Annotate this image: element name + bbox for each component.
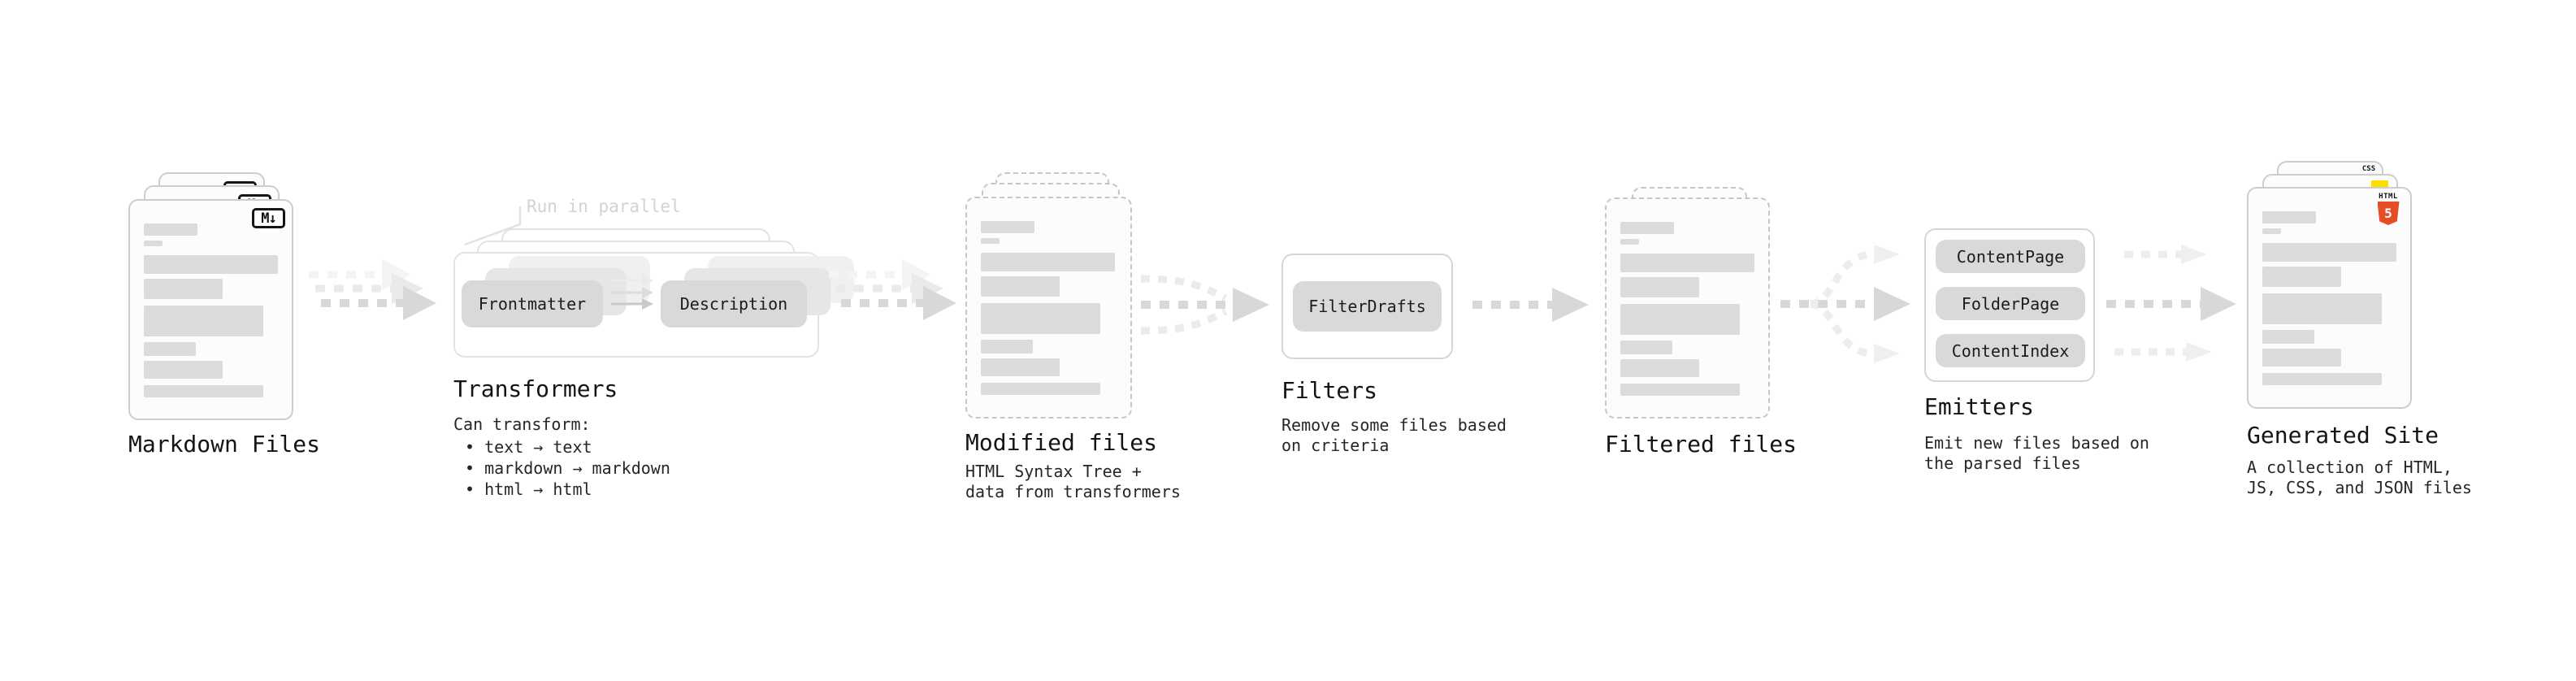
bullet-item: markdown → markdown: [465, 458, 670, 479]
text-line-bar: [2262, 267, 2341, 287]
filtered-files-stack: [1605, 187, 1770, 419]
text-line-bar: [144, 279, 223, 299]
text-line-bar: [1620, 277, 1699, 297]
text-line-bar: [981, 303, 1100, 334]
subtitle-line: on criteria: [1281, 436, 1390, 455]
text-line-bar: [981, 276, 1060, 297]
text-line-bar: [144, 223, 197, 236]
subtitle-line: JS, CSS, and JSON files: [2247, 478, 2472, 497]
modified-file-card-front: [965, 197, 1132, 419]
generated-site-subtitle: A collection of HTML, JS, CSS, and JSON …: [2247, 458, 2472, 498]
text-line-bar: [144, 255, 278, 274]
flow-arrow-modified-to-filters: [1140, 275, 1269, 335]
text-line-bar: [2262, 373, 2382, 385]
subtitle-line: Remove some files based: [1281, 415, 1507, 435]
flow-arrow-filtered-to-emitters: [1780, 245, 1910, 363]
text-line-bar: [981, 238, 1000, 244]
filtered-file-card-front: [1605, 197, 1770, 419]
flow-arrow-filters-to-filtered: [1472, 288, 1589, 322]
text-line-bar: [2262, 228, 2281, 234]
flow-arrow-markdown-to-transformers: [309, 259, 436, 320]
text-line-bar: [1620, 239, 1639, 245]
text-line-bar: [981, 253, 1115, 271]
text-line-bar: [144, 385, 263, 397]
text-line-bar: [2262, 330, 2314, 344]
flow-arrow-emitters-to-generated: [2106, 245, 2236, 362]
run-in-parallel-callout-line: [464, 206, 522, 246]
html-file-card: HTML 5: [2247, 187, 2412, 409]
text-line-bar: [1620, 304, 1740, 335]
markdown-files-title: Markdown Files: [128, 431, 321, 458]
text-line-bar: [2262, 293, 2382, 324]
text-line-bar: [144, 306, 263, 336]
subtitle-line: data from transformers: [965, 482, 1181, 501]
text-line-bar: [1620, 384, 1740, 396]
filtered-files-title: Filtered files: [1605, 431, 1798, 458]
text-line-bar: [144, 361, 223, 379]
subtitle-line: HTML Syntax Tree +: [965, 462, 1142, 481]
text-line-bar: [2262, 211, 2316, 223]
description-pill: Description: [661, 280, 807, 327]
transformers-bullet-list: text → text markdown → markdown html → h…: [465, 436, 670, 500]
frontmatter-to-description-arrows: [611, 275, 653, 310]
text-line-bar: [981, 358, 1060, 376]
subtitle-line: the parsed files: [1924, 453, 2081, 473]
filters-subtitle: Remove some files based on criteria: [1281, 415, 1507, 456]
content-page-pill: ContentPage: [1936, 240, 2085, 273]
frontmatter-pill: Frontmatter: [462, 280, 603, 327]
filters-panel: FilterDrafts: [1281, 254, 1453, 359]
text-line-bar: [144, 241, 163, 246]
generated-site-title: Generated Site: [2247, 422, 2439, 449]
modified-files-subtitle: HTML Syntax Tree + data from transformer…: [965, 462, 1181, 502]
text-line-bar: [981, 221, 1034, 233]
filter-drafts-pill: FilterDrafts: [1293, 281, 1442, 332]
text-line-bar: [981, 340, 1033, 354]
modified-files-title: Modified files: [965, 429, 1158, 456]
html5-icon-label: HTML: [2379, 193, 2398, 201]
modified-files-stack: [965, 172, 1132, 419]
css-icon-label: CSS: [2361, 165, 2376, 173]
text-line-bar: [981, 383, 1100, 395]
bullet-item: html → html: [465, 479, 670, 500]
text-line-bar: [1620, 359, 1699, 377]
subtitle-line: Emit new files based on: [1924, 433, 2149, 453]
subtitle-line: A collection of HTML,: [2247, 458, 2452, 477]
markdown-file-card-front: M↓: [128, 199, 293, 420]
markdown-files-stack: M↓ M↓ M↓: [128, 172, 293, 420]
content-index-pill: ContentIndex: [1936, 334, 2085, 367]
text-line-bar: [2262, 243, 2396, 262]
filters-title: Filters: [1281, 377, 1378, 404]
run-in-parallel-label: Run in parallel: [527, 197, 681, 216]
generated-site-stack: CSS HTML 5: [2247, 161, 2412, 409]
flow-arrow-transformers-to-modified: [829, 259, 956, 320]
text-line-bar: [144, 342, 196, 356]
text-line-bar: [2262, 349, 2341, 367]
text-line-bar: [1620, 222, 1674, 234]
emitters-subtitle: Emit new files based on the parsed files: [1924, 433, 2149, 474]
transformers-title: Transformers: [453, 375, 618, 402]
emitters-panel: ContentPage FolderPage ContentIndex: [1924, 228, 2095, 382]
transformers-subtitle: Can transform:: [453, 414, 591, 434]
html5-icon: HTML 5: [2374, 193, 2403, 225]
html5-icon-shield: 5: [2377, 202, 2400, 225]
markdown-icon: M↓: [252, 208, 285, 228]
text-line-bar: [1620, 254, 1754, 272]
folder-page-pill: FolderPage: [1936, 287, 2085, 320]
text-line-bar: [1620, 340, 1672, 354]
bullet-item: text → text: [465, 436, 670, 458]
emitters-title: Emitters: [1924, 393, 2034, 420]
